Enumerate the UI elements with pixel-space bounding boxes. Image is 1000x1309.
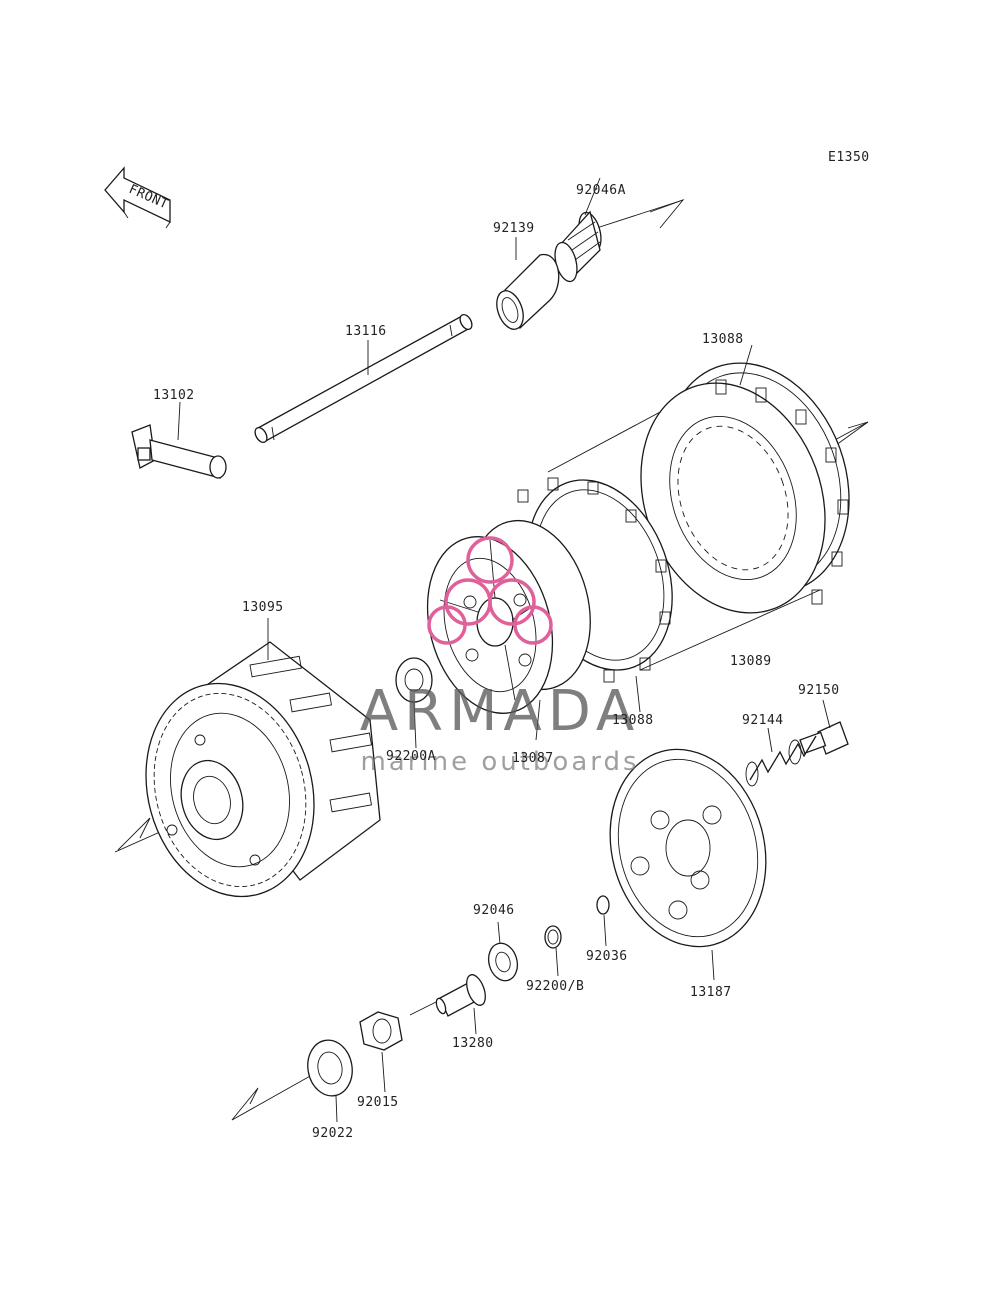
watermark-subtitle: marine outboards (360, 747, 639, 777)
clutch-housing-13095 (145, 618, 381, 898)
label-13088-b: 13088 (612, 713, 654, 728)
push-rod-13116 (254, 313, 473, 444)
washer-92200A (395, 657, 433, 749)
label-92150: 92150 (798, 683, 840, 698)
part-labels: 92046A 92139 13116 13102 13088 13089 130… (153, 183, 840, 1141)
lock-washer-92022 (307, 1039, 353, 1123)
watermark-flower-icon (427, 536, 553, 645)
front-arrow-icon: FRONT (104, 166, 171, 229)
release-lever-13102 (131, 401, 227, 479)
label-92139: 92139 (493, 221, 535, 236)
watermark-logo: ARMADA marine outboards (360, 536, 640, 777)
label-92022: 92022 (312, 1126, 354, 1141)
diagram-code: E1350 (828, 150, 870, 165)
washer-92200B (544, 925, 562, 977)
label-92200B: 92200/B (526, 979, 584, 994)
label-92144: 92144 (742, 713, 784, 728)
label-92046A: 92046A (576, 183, 626, 198)
label-13087: 13087 (512, 751, 554, 766)
label-13116: 13116 (345, 324, 387, 339)
label-92200A: 92200A (386, 749, 436, 764)
watermark-title: ARMADA (360, 679, 640, 744)
spring-92144 (745, 727, 817, 787)
label-92046: 92046 (473, 903, 515, 918)
bolt-92150 (799, 699, 849, 755)
pressure-plate-13187 (609, 748, 767, 981)
needle-bearing-92046A (554, 177, 602, 283)
label-13095: 13095 (242, 600, 284, 615)
label-13102: 13102 (153, 388, 195, 403)
label-92036: 92036 (586, 949, 628, 964)
collar-92139 (496, 237, 560, 330)
bearing-92046 (487, 921, 519, 982)
nut-92015 (359, 1011, 403, 1093)
label-92015: 92015 (357, 1095, 399, 1110)
label-13280: 13280 (452, 1036, 494, 1051)
label-13089: 13089 (730, 654, 772, 669)
circlip-92036 (596, 895, 610, 947)
friction-plates-13088 (640, 344, 850, 614)
pusher-shaft-13280 (435, 974, 486, 1035)
label-13088-a: 13088 (702, 332, 744, 347)
label-13187: 13187 (690, 985, 732, 1000)
